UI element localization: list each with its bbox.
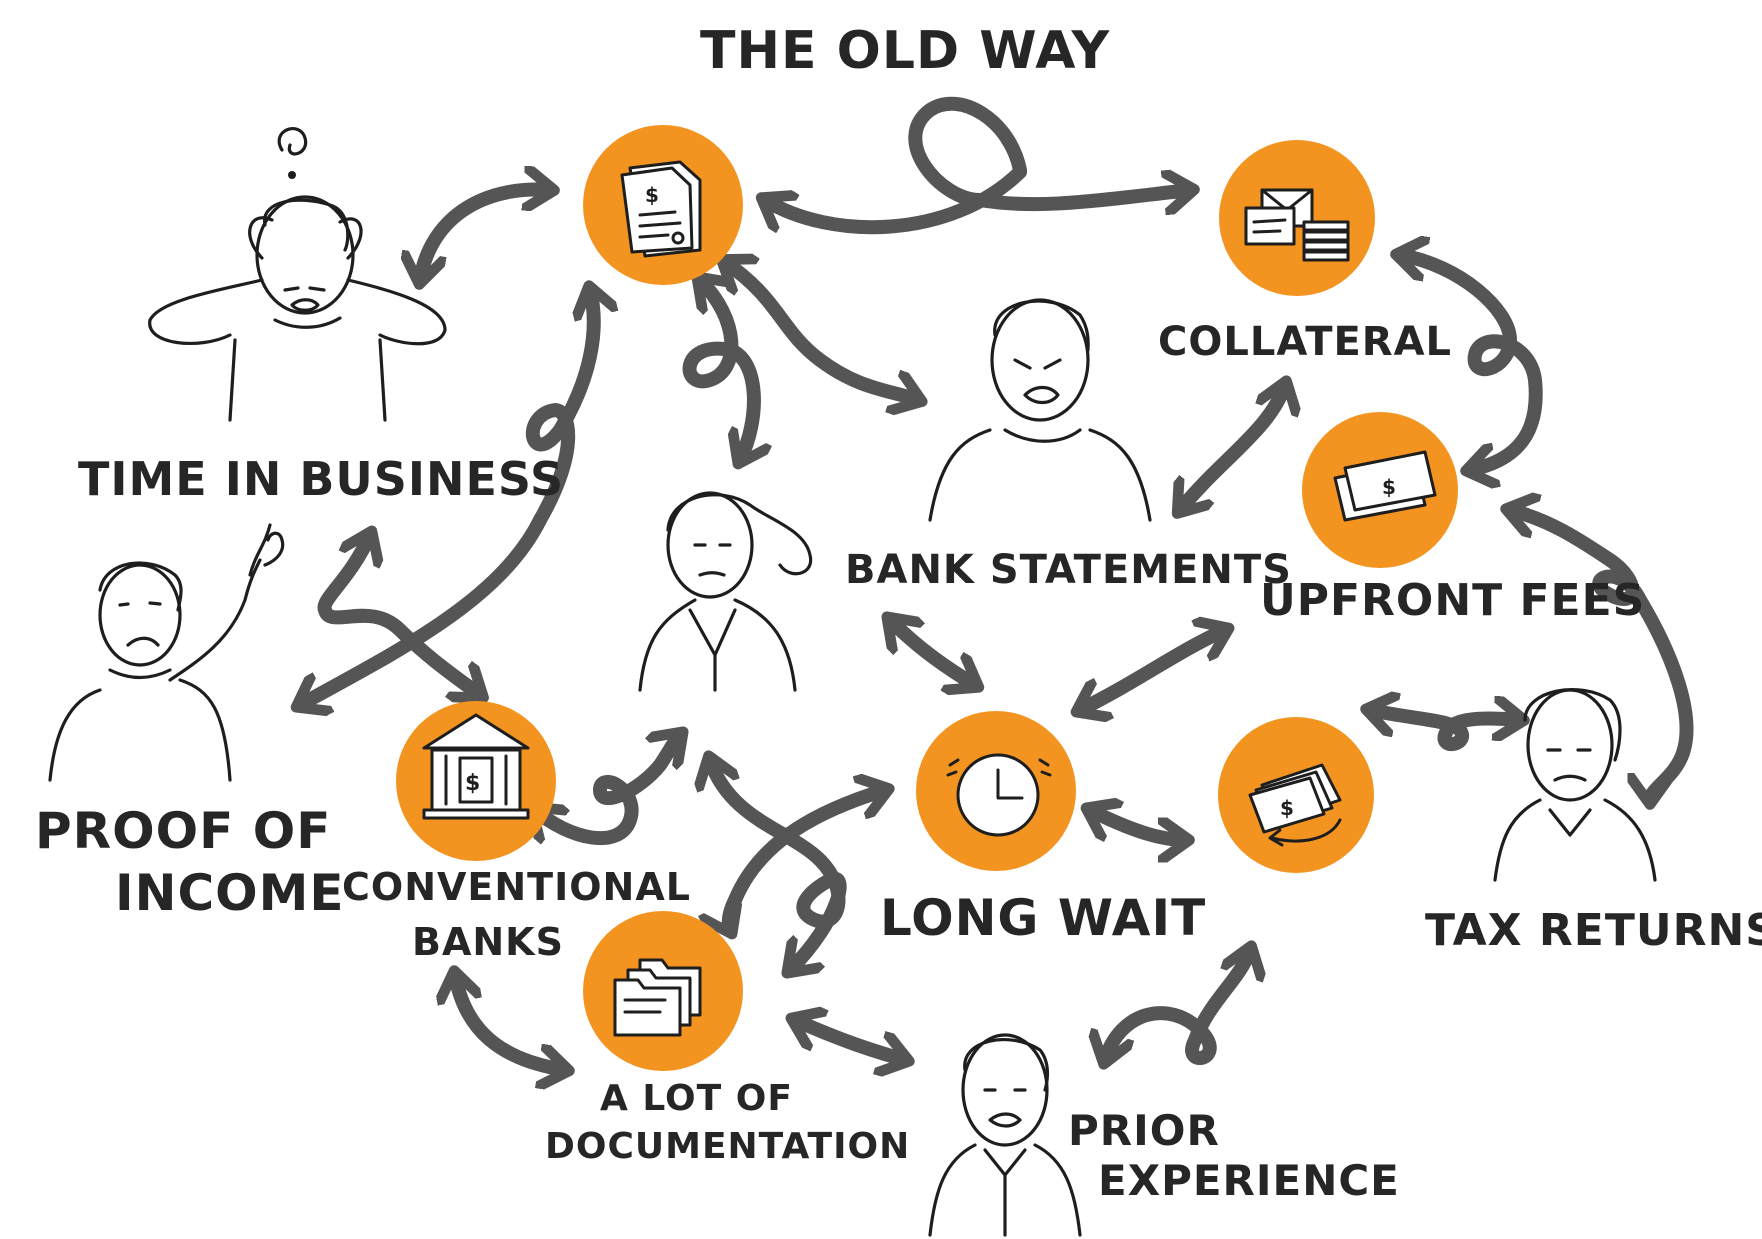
arrow-invoice-bankstatements	[725, 262, 918, 400]
arrow-bankstatements-longwait	[890, 620, 975, 685]
arrow-collateral-bankstatements	[1180, 385, 1285, 510]
label-conventional-banks-2: BANKS	[412, 920, 564, 964]
folders-icon	[613, 958, 702, 1037]
label-conventional-banks-1: CONVENTIONAL	[342, 865, 691, 909]
envelope-cash-stack-icon	[1244, 188, 1350, 262]
arrow-invoice-woman	[682, 280, 754, 460]
label-collateral: COLLATERAL	[1158, 319, 1452, 365]
arrow-longwait-upfrontfees	[1080, 630, 1225, 710]
woman-figure	[638, 491, 813, 692]
upfront-fees-node: $	[1302, 412, 1458, 568]
diagram-title: THE OLD WAY	[700, 21, 1111, 81]
svg-text:$: $	[645, 183, 659, 207]
label-long-wait: LONG WAIT	[880, 889, 1206, 947]
label-bank-statements: BANK STATEMENTS	[845, 547, 1292, 593]
conventional-banks-node: $	[396, 701, 556, 861]
banknotes-icon: $	[1333, 450, 1437, 522]
arrow-banks-woman	[535, 735, 680, 846]
arrow-upfrontfees-taxreturns	[1510, 510, 1694, 800]
arrow-documentation-priorexperience	[795, 1020, 905, 1060]
documentation-node	[583, 911, 743, 1071]
arrow-longwait-cashreturn	[1090, 810, 1185, 840]
arrow-priorexperience-cashreturn	[1105, 950, 1250, 1060]
invoice-document-icon: $	[620, 160, 702, 258]
long-wait-node	[916, 711, 1076, 871]
arrow-title-invoice	[765, 165, 1027, 235]
stressed-man-figure	[148, 127, 447, 422]
arrow-cashreturn-taxreturns	[1370, 710, 1520, 751]
label-tax-returns: TAX RETURNS	[1425, 905, 1762, 956]
arrow-woman-documentation	[710, 760, 847, 970]
svg-text:$: $	[1280, 796, 1294, 820]
label-proof-of-income-1: PROOF OF	[35, 802, 331, 860]
confusion-squiggle	[277, 127, 308, 156]
label-proof-of-income-2: INCOME	[115, 864, 345, 922]
arrow-title-collateral	[908, 96, 1190, 204]
label-documentation-2: DOCUMENTATION	[545, 1126, 910, 1167]
angry-man-figure	[928, 298, 1152, 522]
label-time-in-business: TIME IN BUSINESS	[78, 452, 564, 506]
label-documentation-1: A LOT OF	[600, 1078, 793, 1119]
pointing-man-figure	[48, 523, 285, 782]
arrow-timeinbusiness-banks	[317, 535, 480, 695]
label-prior-experience-2: EXPERIENCE	[1098, 1156, 1400, 1205]
label-prior-experience-1: PRIOR	[1068, 1106, 1220, 1155]
clock-icon	[946, 753, 1052, 837]
tax-man-figure	[1493, 688, 1657, 882]
invoice-node: $	[583, 125, 743, 285]
arrow-longwait-documentation	[729, 790, 885, 930]
label-upfront-fees: UPFRONT FEES	[1260, 575, 1645, 626]
connector-arrows	[300, 96, 1694, 1070]
cash-return-icon: $	[1248, 763, 1342, 847]
arrow-timeinbusiness-invoice	[420, 190, 550, 280]
cash-return-node: $	[1218, 717, 1374, 873]
arrow-collateral-upfrontfees	[1400, 255, 1543, 470]
svg-text:$: $	[1382, 475, 1396, 499]
svg-text:$: $	[465, 771, 480, 796]
nervous-man-figure	[928, 1033, 1082, 1237]
collateral-node	[1219, 140, 1375, 296]
arrow-banks-documentation	[455, 975, 565, 1070]
bank-building-icon: $	[422, 713, 530, 820]
